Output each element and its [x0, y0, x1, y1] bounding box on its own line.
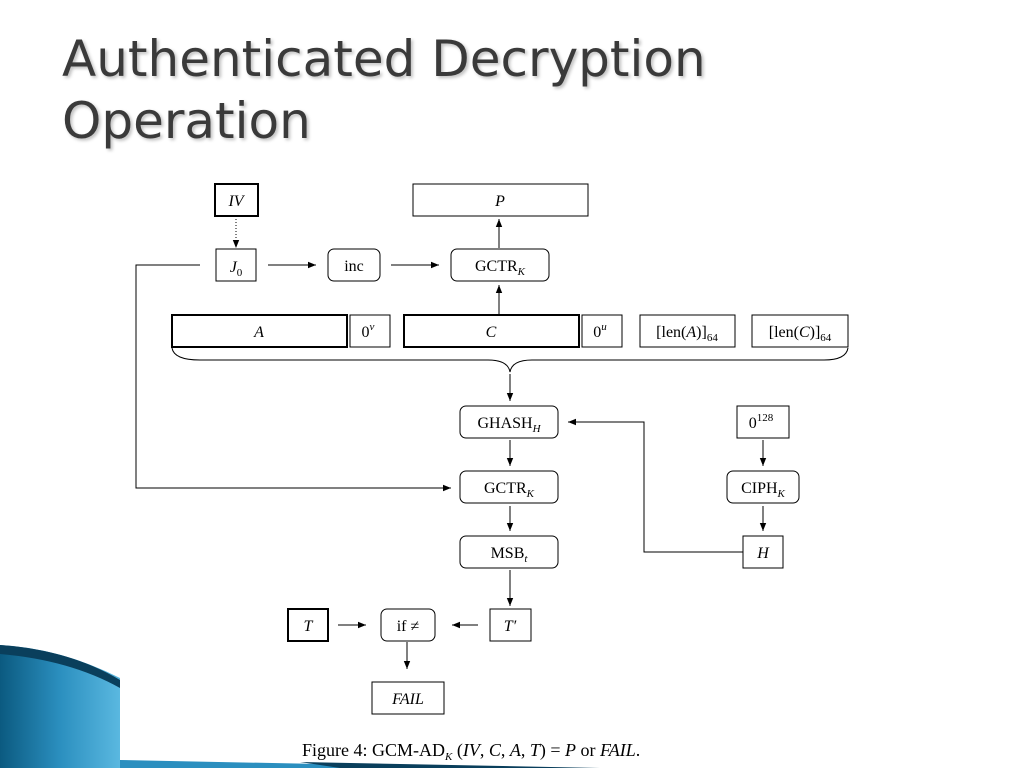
p-label: P [494, 193, 505, 210]
len-c-label: [len(C)]64 [769, 324, 832, 344]
h-label: H [756, 545, 770, 562]
t-prime-label: T′ [504, 618, 517, 635]
t-box: T [287, 608, 329, 642]
zero-u-label: 0u [593, 321, 607, 341]
connectors [135, 216, 849, 669]
zero-u-box: 0u [581, 314, 623, 348]
ghash-label: GHASHH [477, 415, 541, 435]
t-label: T [304, 618, 314, 635]
zero-v-box: 0v [349, 314, 391, 348]
slide-title-line-1: Authenticated Decryption [62, 30, 706, 88]
len-a-label: [len(A)]64 [656, 324, 718, 344]
len-c-box: [len(C)]64 [751, 314, 849, 348]
msb-label: MSBt [491, 545, 529, 565]
c-box: C [403, 314, 580, 348]
a-label: A [253, 324, 264, 341]
slide-title-line-2: Operation [62, 92, 311, 150]
h-box: H [742, 535, 784, 569]
inc-label: inc [344, 258, 364, 275]
p-box: P [412, 183, 589, 217]
gctr-bottom-box: GCTRK [459, 470, 559, 504]
if-not-equal-box: if ≠ [380, 608, 436, 642]
t-prime-box: T′ [489, 608, 532, 642]
figure-caption: Figure 4: GCM-ADK (IV, C, A, T) = P or F… [302, 740, 640, 763]
a-box: A [171, 314, 348, 348]
fail-label: FAIL [391, 691, 424, 708]
gctr-bottom-label: GCTRK [484, 480, 535, 500]
zero128-label: 0128 [749, 412, 774, 432]
c-label: C [486, 324, 497, 341]
slide-decoration [0, 645, 600, 768]
if-not-equal-label: if ≠ [397, 618, 420, 635]
len-a-box: [len(A)]64 [639, 314, 736, 348]
iv-box: IV [214, 183, 259, 217]
slide-title: Authenticated Decryption Operation [62, 28, 962, 152]
inc-box: inc [327, 248, 381, 282]
gctr-top-box: GCTRK [450, 248, 550, 282]
j0-box: J0 [215, 248, 257, 282]
fail-box: FAIL [371, 681, 445, 715]
ghash-box: GHASHH [459, 405, 559, 439]
gctr-top-label: GCTRK [475, 258, 526, 278]
msb-box: MSBt [459, 535, 559, 569]
j0-label: J0 [230, 259, 243, 279]
zero128-box: 0128 [736, 405, 790, 439]
ciph-label: CIPHK [741, 480, 785, 500]
iv-label: IV [227, 193, 245, 210]
ciph-box: CIPHK [726, 470, 800, 504]
zero-v-label: 0v [362, 321, 375, 341]
